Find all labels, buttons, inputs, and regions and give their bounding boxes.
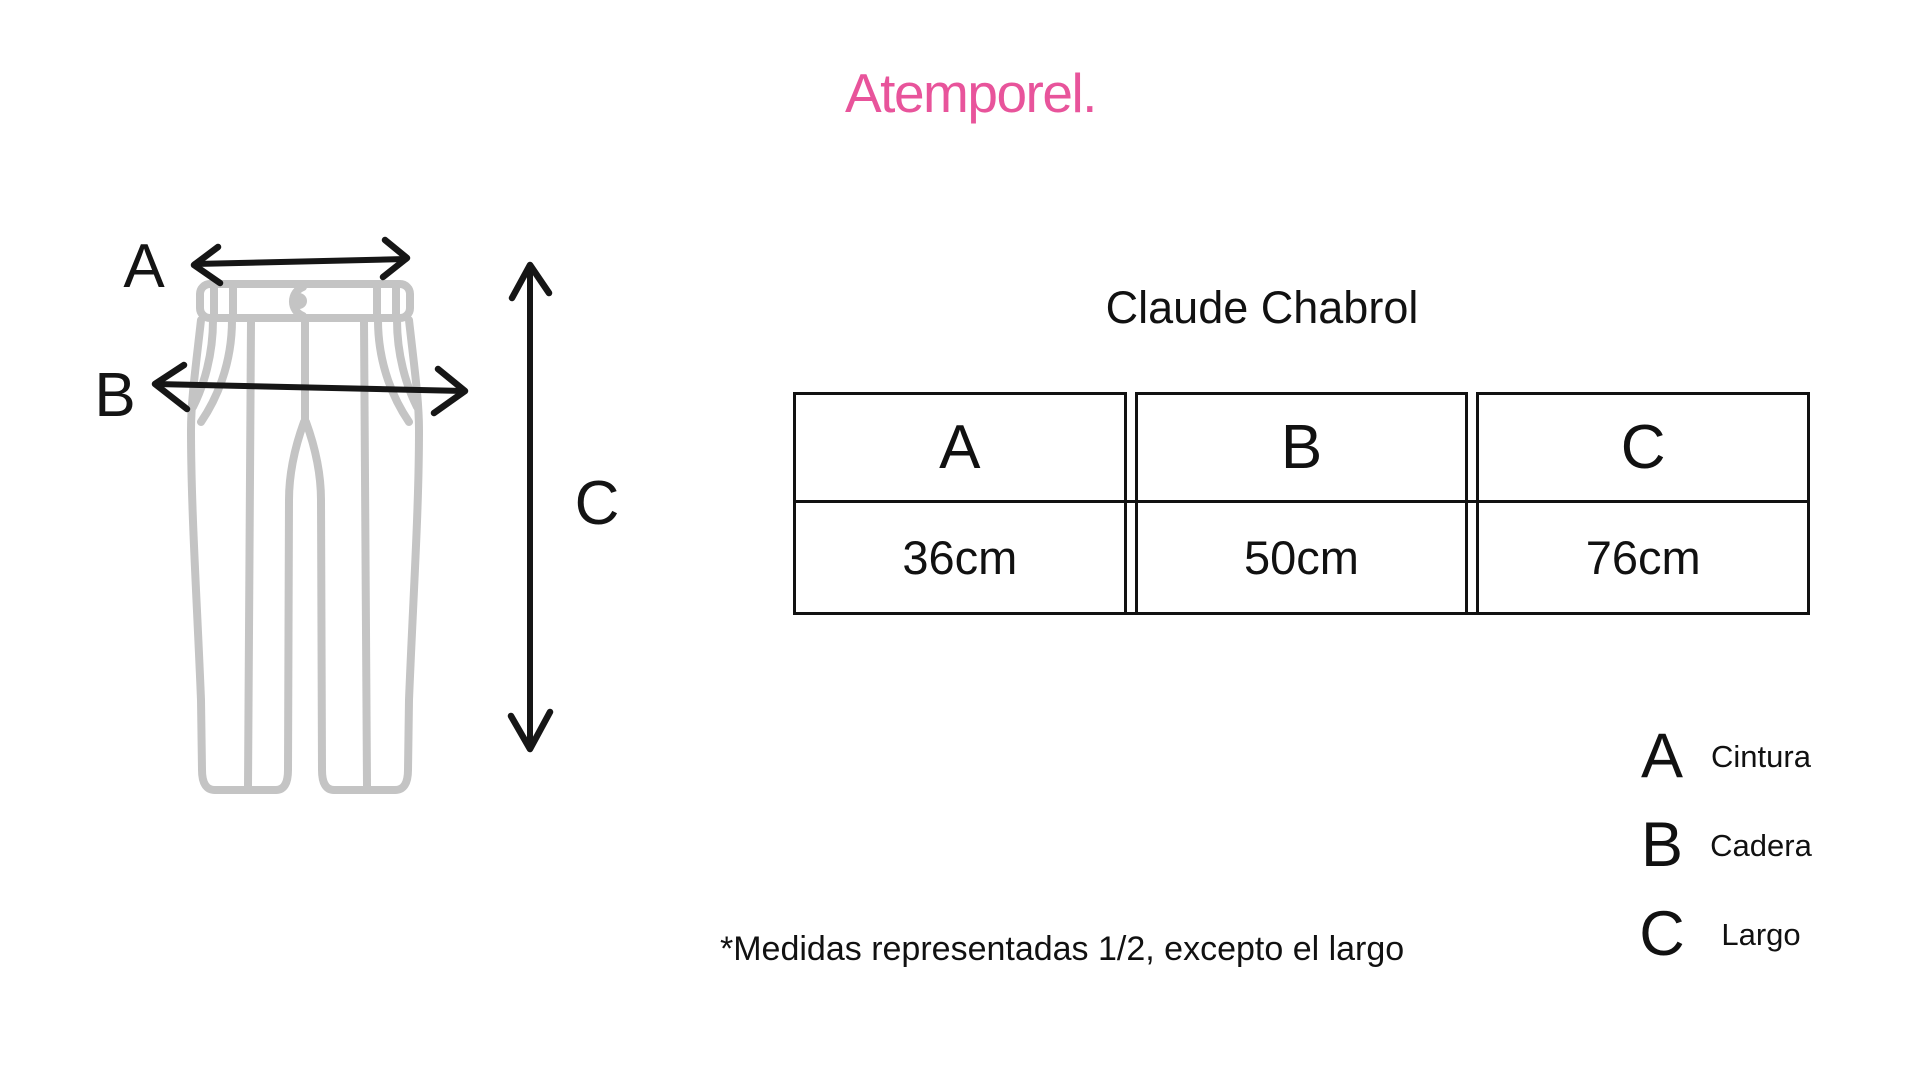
legend-row-cintura: A Cintura [1636, 712, 1816, 801]
legend-label-largo: Largo [1721, 917, 1801, 952]
legend-key-a: A [1640, 721, 1684, 791]
hip-arrow-b [151, 361, 469, 417]
waist-arrow-a [190, 236, 411, 287]
legend-row-cadera: B Cadera [1636, 801, 1816, 890]
length-arrow-c [507, 261, 554, 753]
legend-label-cintura: Cintura [1711, 739, 1811, 774]
size-table-columns: A 36cm B 50cm C 76cm [793, 392, 1811, 615]
size-table-header-a: A [796, 395, 1124, 503]
diagram-label-a: A [123, 232, 165, 301]
size-table-value-a: 36cm [902, 531, 1018, 584]
diagram-label-c: C [575, 469, 620, 538]
diagram-label-b: B [94, 361, 135, 430]
legend-key-c: C [1639, 899, 1685, 969]
pants-measurement-diagram: A B C [94, 232, 620, 794]
product-title: Claude Chabrol [1105, 282, 1419, 333]
size-table-column-b: B 50cm [1134, 392, 1469, 615]
size-table-header-b: B [1137, 395, 1466, 503]
size-table: A 36cm B 50cm C 76cm [793, 392, 1811, 615]
brand-logo: Atemporel. [845, 62, 1097, 124]
size-table-value-b: 50cm [1244, 531, 1359, 584]
size-table-column-a: A 36cm [793, 392, 1127, 615]
legend-label-cadera: Cadera [1710, 828, 1812, 863]
measure-arrows [151, 236, 554, 753]
measurement-legend: A Cintura B Cadera C Largo [1636, 712, 1816, 979]
pants-outline-icon [187, 280, 423, 794]
size-table-value-c: 76cm [1585, 531, 1701, 584]
size-table-header-c: C [1479, 395, 1808, 503]
legend-key-b: B [1640, 810, 1684, 880]
legend-row-largo: C Largo [1636, 890, 1816, 979]
size-table-column-c: C 76cm [1476, 392, 1811, 615]
footnote: *Medidas representadas 1/2, excepto el l… [720, 930, 1405, 968]
